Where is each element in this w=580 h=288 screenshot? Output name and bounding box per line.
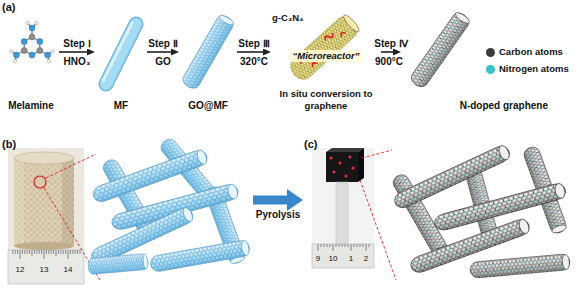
stage-label: N-doped graphene (460, 100, 548, 112)
step-label: Step Ⅲ (238, 38, 269, 50)
step-arrow (237, 51, 263, 53)
reagent-label: HNO₃ (64, 56, 91, 68)
legend-text: Nitrogen atoms (499, 63, 569, 75)
ruler-number: 2 (364, 253, 368, 265)
legend: Carbon atomsNitrogen atoms (486, 46, 569, 80)
ruler-number: 9 (316, 253, 320, 265)
legend-row: Nitrogen atoms (486, 63, 569, 75)
ruler-number: 10 (329, 253, 338, 265)
stage-label: MF (114, 100, 128, 112)
graphene-tube-network (391, 143, 571, 278)
stage-label: “Microreactor” (290, 50, 361, 62)
panel-letter: (b) (2, 138, 16, 150)
stage-item: g-C₃N₄ “Microreactor” In situ conversion t… (272, 12, 380, 112)
go-coated-tube (180, 13, 235, 91)
step-arrow (147, 51, 171, 53)
stage-item: Melamine (4, 12, 58, 112)
step-label: Step Ⅰ (63, 38, 90, 50)
stage-label: GO@MF (188, 100, 228, 112)
temperature-label: 900°C (375, 56, 403, 68)
tube-network (87, 136, 250, 274)
process-arrow (253, 196, 287, 205)
ruler-number: 13 (40, 264, 49, 276)
microreactor-tube (286, 12, 362, 83)
step-label: Pyrolysis (256, 209, 300, 221)
ruler-number: 1 (349, 253, 353, 265)
stage-label: In situ conversion to graphene (272, 88, 380, 112)
step-arrow (381, 51, 393, 53)
step-label: Step Ⅳ (374, 38, 407, 50)
legend-swatch (486, 65, 495, 74)
stage-label: Melamine (8, 100, 54, 112)
panel: (c) (304, 138, 576, 286)
step-arrow (59, 51, 87, 53)
panel-letter: (a) (2, 1, 15, 13)
ruler-number: 12 (16, 264, 25, 276)
panel: (b) (2, 138, 252, 286)
stage-label: g-C₃N₄ (272, 12, 304, 24)
n-doped-graphene-foam-photo (312, 148, 374, 268)
reagent-label: GO (155, 56, 171, 68)
ruler (8, 250, 84, 284)
step-label: Step Ⅱ (148, 38, 177, 50)
melamine-molecule (10, 21, 55, 63)
panel-letter: (c) (304, 138, 317, 150)
legend-text: Carbon atoms (499, 46, 563, 58)
legend-swatch (486, 48, 495, 57)
stage-item: N-doped graphene (402, 12, 548, 112)
temperature-label: 320°C (240, 56, 268, 68)
ruler-number: 14 (64, 264, 73, 276)
mf-rod (103, 23, 136, 84)
n-doped-graphene-tube (408, 10, 471, 90)
legend-row: Carbon atoms (486, 46, 569, 58)
stage-item: MF (96, 12, 146, 112)
mf-sponge-photo (8, 148, 84, 284)
stage-item: GO@MF (180, 12, 236, 112)
zoom-leader (360, 150, 396, 280)
